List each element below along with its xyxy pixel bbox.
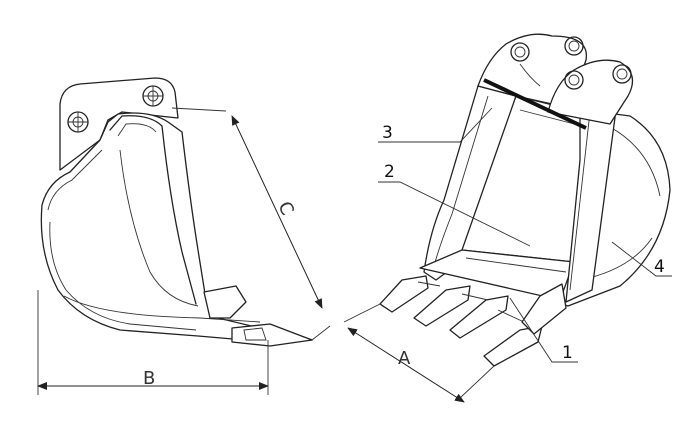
callout-1-label: 1 — [562, 343, 573, 363]
callout-3: 3 — [378, 107, 493, 143]
tooth-2 — [413, 285, 471, 327]
callout-4: 4 — [611, 241, 672, 277]
tooth-1 — [379, 275, 429, 313]
side-pin-hole-2 — [142, 85, 164, 107]
side-cutter-right — [521, 283, 567, 335]
callout-1: 1 — [509, 297, 578, 363]
dimension-c-label: C — [273, 198, 297, 218]
right-side-plate — [565, 101, 617, 303]
side-cutter — [203, 285, 247, 319]
pin-hole-2 — [564, 36, 584, 56]
callout-2-label: 2 — [384, 162, 395, 182]
dimension-a: A — [343, 303, 495, 403]
callout-2: 2 — [378, 162, 531, 247]
side-tooth — [231, 323, 313, 347]
top-reinforcement-bar — [483, 78, 587, 130]
dimension-a-label: A — [398, 348, 411, 369]
side-mount-plate — [59, 77, 179, 171]
pin-hole-1 — [510, 42, 530, 62]
dimension-b-label: B — [143, 368, 155, 389]
side-view-bucket — [40, 77, 313, 347]
pin-hole-3 — [564, 70, 584, 90]
mount-ear-right — [547, 59, 634, 125]
callout-4-label: 4 — [654, 257, 665, 277]
perspective-view-bucket — [379, 33, 671, 367]
dimension-b: B — [37, 290, 269, 395]
side-pin-hole-1 — [67, 111, 89, 133]
callout-3-label: 3 — [382, 123, 393, 143]
side-strap — [109, 115, 197, 305]
pin-hole-4 — [612, 64, 632, 84]
